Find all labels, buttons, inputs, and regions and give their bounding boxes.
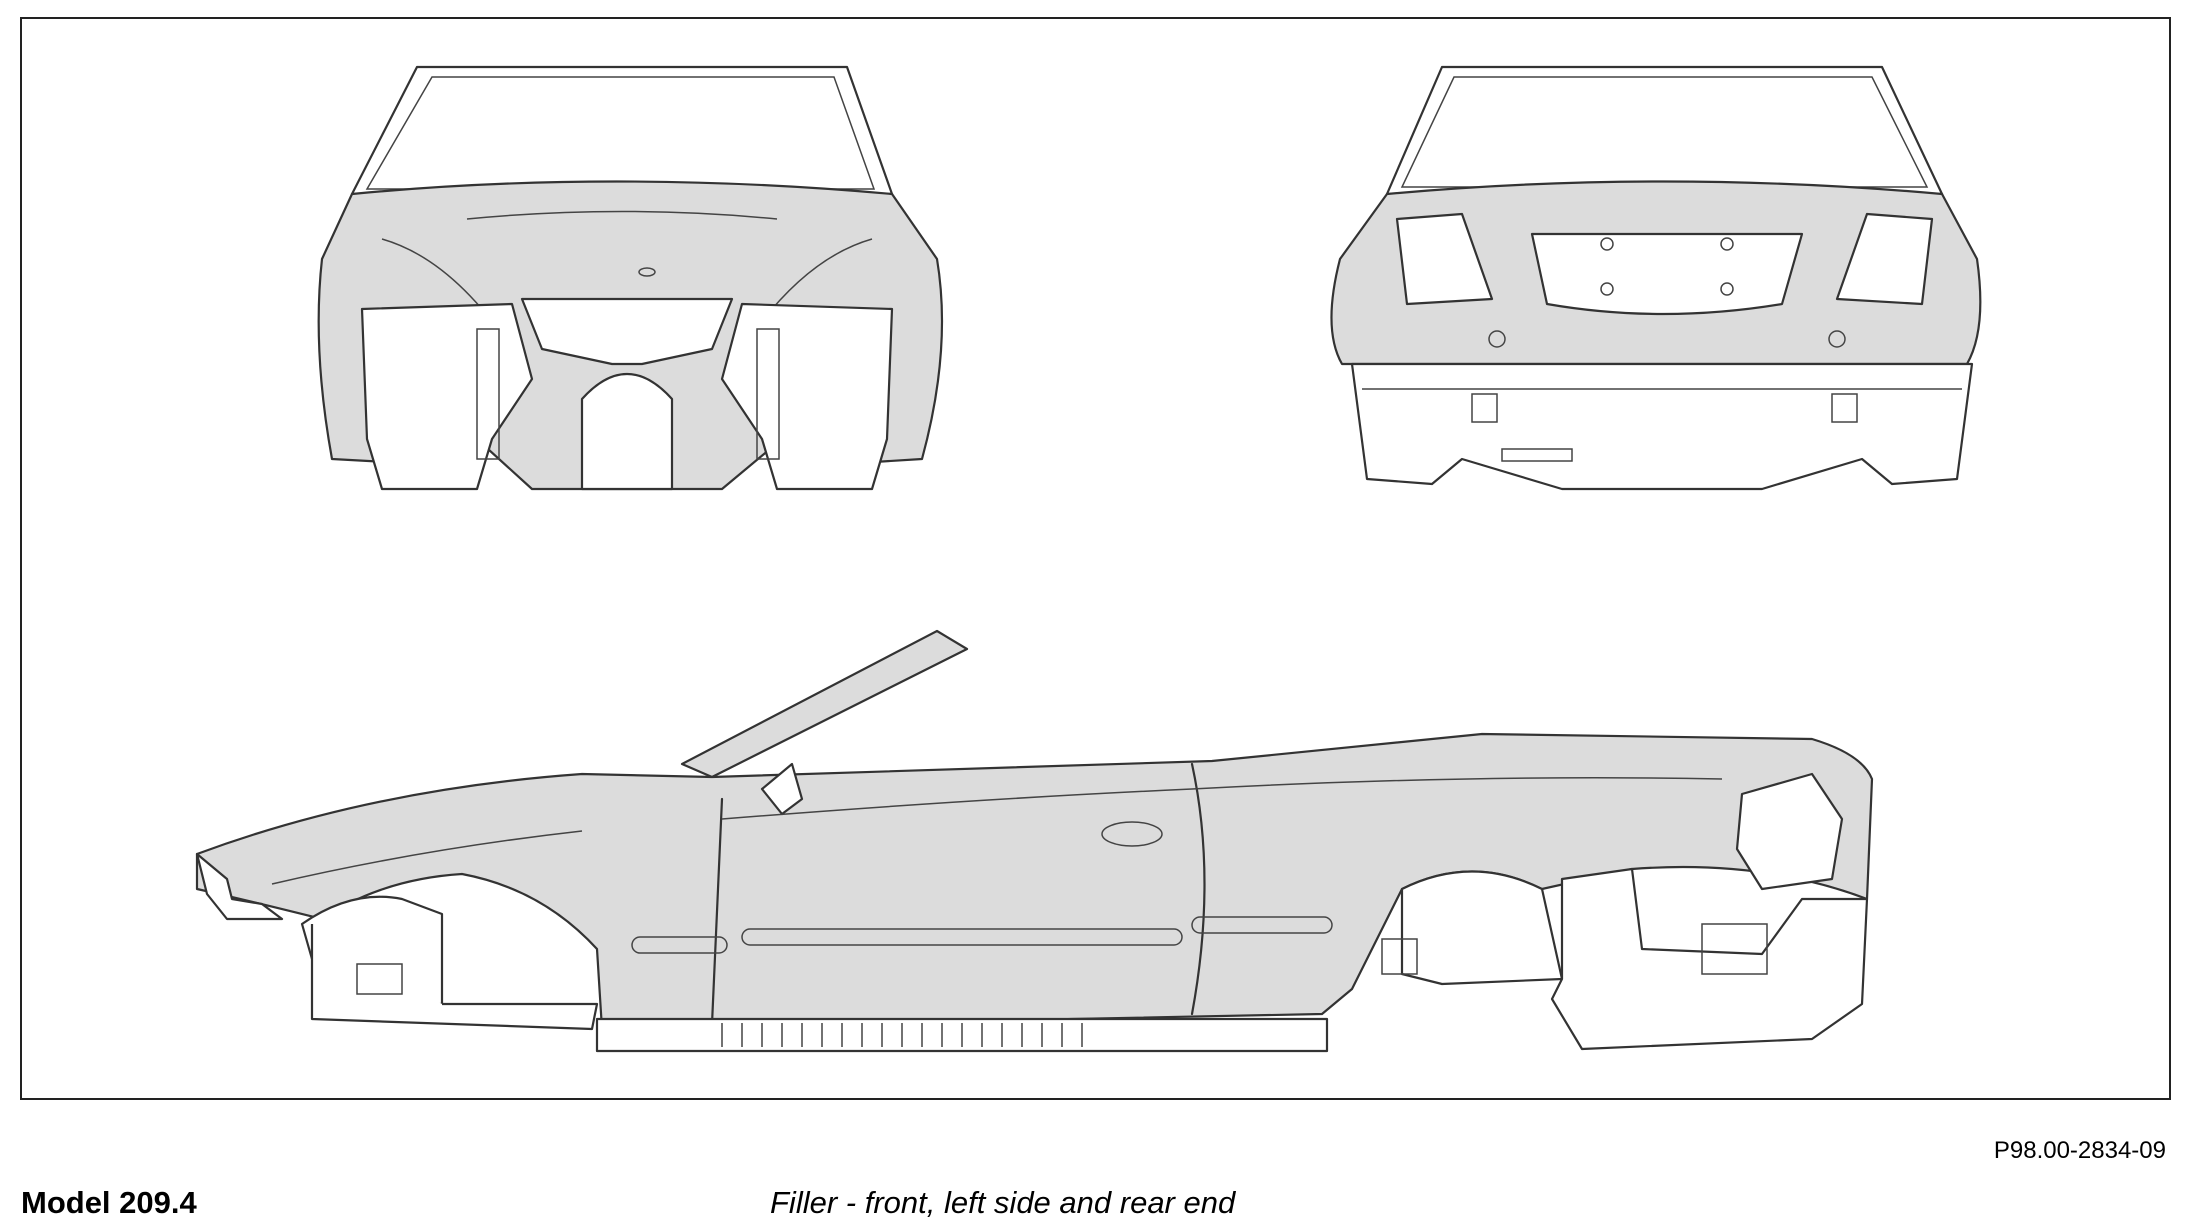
model-label: Model 209.4	[21, 1185, 197, 1220]
left-side-view	[195, 629, 1874, 1053]
illustration-frame	[20, 17, 2171, 1100]
figure-caption: Filler - front, left side and rear end	[770, 1185, 1236, 1220]
front-view	[317, 65, 944, 491]
reference-code: P98.00-2834-09	[1993, 1137, 2166, 1164]
body-illustration	[195, 65, 1982, 1053]
rear-view	[1330, 65, 1982, 491]
